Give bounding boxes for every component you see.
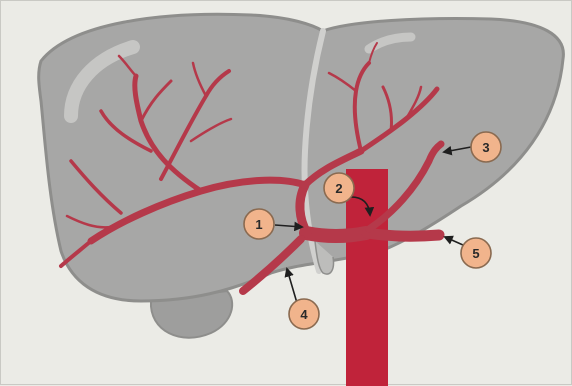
arrow-5 bbox=[445, 237, 463, 245]
marker-2-label: 2 bbox=[335, 181, 342, 196]
marker-4-label: 4 bbox=[300, 307, 308, 322]
marker-2: 2 bbox=[324, 173, 354, 203]
marker-3-label: 3 bbox=[482, 140, 489, 155]
marker-4: 4 bbox=[289, 299, 319, 329]
celiac-trunk bbox=[306, 233, 366, 236]
splenic-artery bbox=[367, 233, 439, 236]
marker-3: 3 bbox=[471, 132, 501, 162]
aorta bbox=[346, 169, 388, 386]
marker-5: 5 bbox=[461, 238, 491, 268]
marker-5-label: 5 bbox=[472, 246, 479, 261]
marker-1: 1 bbox=[244, 209, 274, 239]
marker-1-label: 1 bbox=[255, 217, 262, 232]
arrow-4 bbox=[287, 269, 297, 303]
